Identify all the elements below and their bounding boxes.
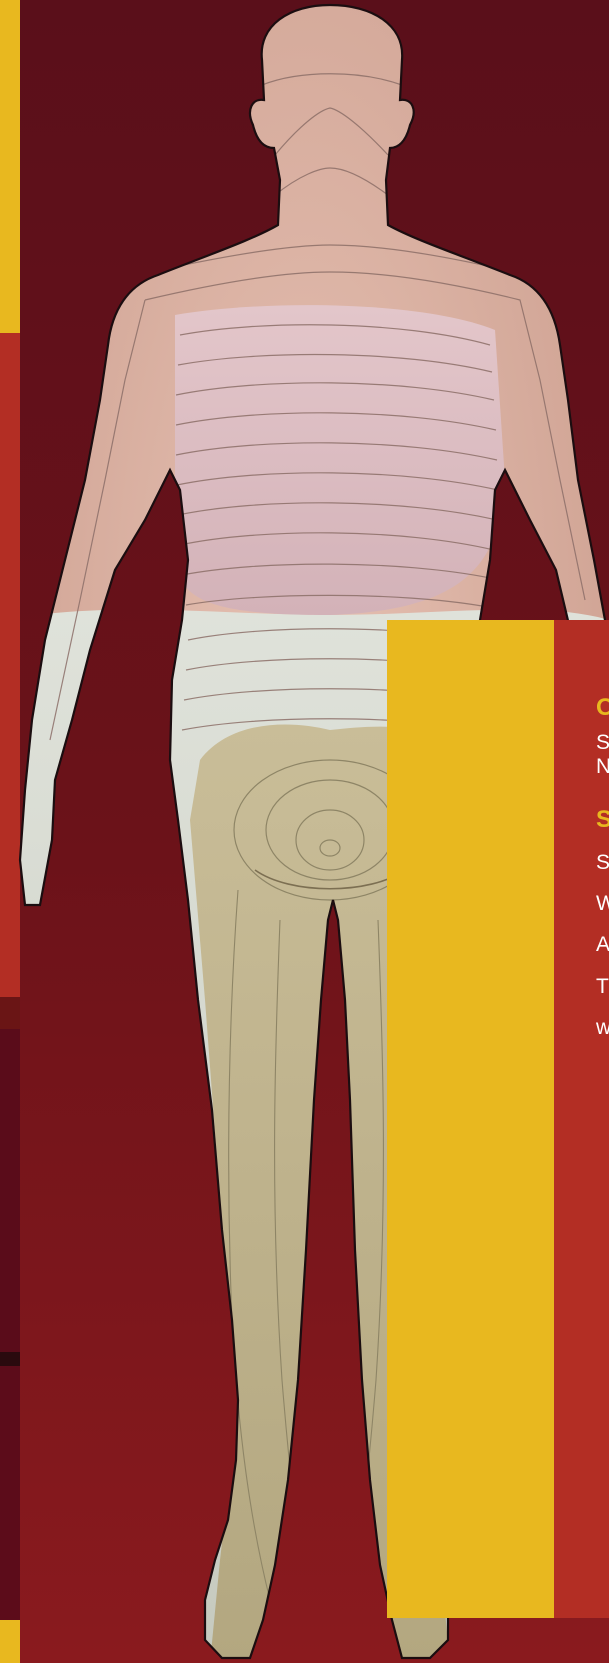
info-panel-yellow-column xyxy=(387,620,554,1618)
panel-heading-1: O xyxy=(596,696,609,720)
panel-line-4: T xyxy=(596,976,609,997)
info-panel: O S N S S W A T w xyxy=(554,620,609,1618)
panel-line-3: A xyxy=(596,934,609,955)
panel-line-1: S xyxy=(596,852,609,873)
panel-heading-2: S xyxy=(596,808,609,832)
panel-body-1a: S xyxy=(596,732,609,753)
panel-line-5: w xyxy=(596,1017,609,1038)
panel-body-1b: N xyxy=(596,756,609,777)
panel-line-2: W xyxy=(596,893,609,914)
